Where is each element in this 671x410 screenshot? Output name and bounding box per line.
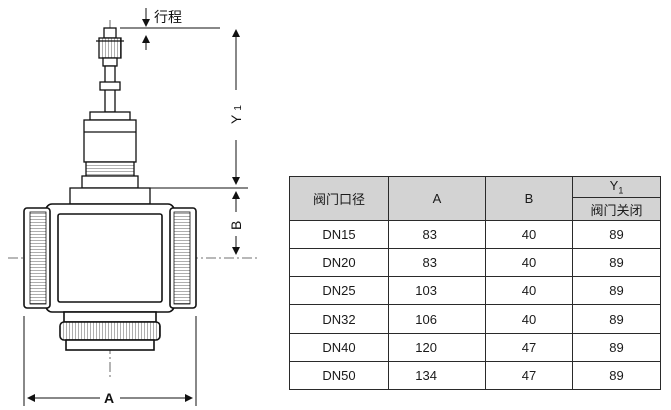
header-y1: Y1 xyxy=(572,176,661,198)
header-b: B xyxy=(485,176,573,221)
cell-a: 134 xyxy=(388,360,486,391)
cell-y1: 89 xyxy=(572,304,661,334)
cell-a: 120 xyxy=(388,332,486,362)
stroke-label: 行程 xyxy=(154,10,182,26)
cell-a: 103 xyxy=(388,276,486,306)
cell-b: 40 xyxy=(485,276,573,306)
cell-valve-size: DN50 xyxy=(289,360,389,391)
cell-a: 83 xyxy=(388,219,486,250)
valve-stem xyxy=(69,27,151,205)
y1-label: Y1 xyxy=(228,105,244,124)
header-y1-closed: 阀门关闭 xyxy=(572,197,661,221)
stroke-dimension xyxy=(120,8,220,50)
a-label: A xyxy=(104,390,114,406)
cell-y1: 89 xyxy=(572,248,661,278)
cell-b: 40 xyxy=(485,304,573,334)
cell-valve-size: DN25 xyxy=(289,276,389,306)
cell-y1: 89 xyxy=(572,360,661,391)
cell-valve-size: DN32 xyxy=(289,304,389,334)
cell-b: 47 xyxy=(485,332,573,362)
cell-a: 106 xyxy=(388,304,486,334)
cell-valve-size: DN40 xyxy=(289,332,389,362)
a-dimension xyxy=(23,316,197,406)
b-label: B xyxy=(228,221,244,230)
header-valve-size: 阀门口径 xyxy=(289,176,389,221)
cell-a: 83 xyxy=(388,248,486,278)
cell-valve-size: DN15 xyxy=(289,219,389,250)
header-a: A xyxy=(388,176,486,221)
y1-dimension xyxy=(150,29,248,189)
cell-b: 47 xyxy=(485,360,573,391)
cell-valve-size: DN20 xyxy=(289,248,389,278)
cell-y1: 89 xyxy=(572,276,661,306)
valve-body xyxy=(23,203,197,351)
cell-y1: 89 xyxy=(572,332,661,362)
cell-b: 40 xyxy=(485,219,573,250)
cell-y1: 89 xyxy=(572,219,661,250)
cell-b: 40 xyxy=(485,248,573,278)
